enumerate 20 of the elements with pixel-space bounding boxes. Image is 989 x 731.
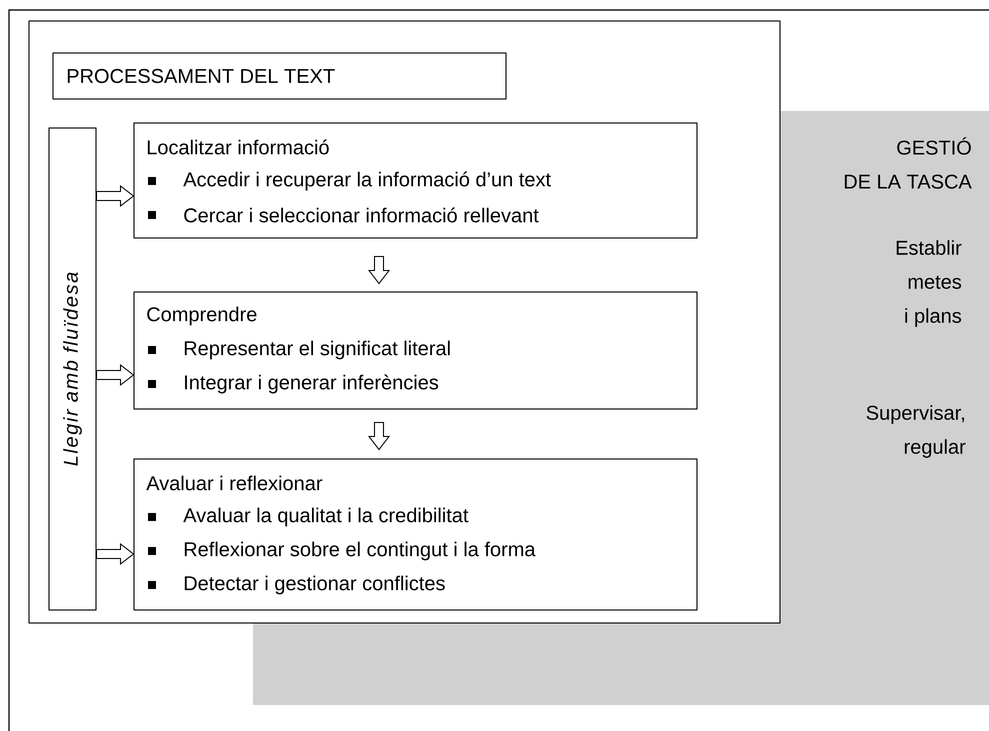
bullet-item: Cercar i seleccionar informació rellevant — [184, 208, 539, 222]
bullet-item: Integrar i generar inferències — [185, 374, 438, 394]
title-box: PROCESSAMENT DEL TEXT — [52, 52, 506, 100]
block-arrow — [368, 422, 390, 450]
block-arrow — [368, 256, 390, 284]
bullet-item: Representar el significat literal — [184, 340, 450, 360]
side-text: Supervisar, regular — [866, 405, 966, 458]
block-arrow — [96, 364, 134, 386]
vertical-box: Llegir amb fluïdesa — [48, 128, 96, 610]
box-heading: Comprendre — [147, 306, 256, 326]
side-text: Establir metes i plans — [896, 240, 962, 327]
bullet-item: Accedir i recuperar la informació d’un text — [183, 172, 551, 190]
block-arrow — [96, 542, 134, 566]
side-text: GESTIÓ DE LA TASCA — [844, 137, 972, 189]
bullet-item: Reflexionar sobre el contingut i la forma — [184, 542, 536, 560]
box-heading: Avaluar i reflexionar — [146, 476, 322, 490]
box-heading: Localitzar informació — [148, 140, 329, 154]
bullet-item: Detectar i gestionar conflictes — [184, 576, 445, 594]
block-arrow — [96, 184, 134, 208]
bullet-item: Avaluar la qualitat i la credibilitat — [183, 508, 468, 526]
